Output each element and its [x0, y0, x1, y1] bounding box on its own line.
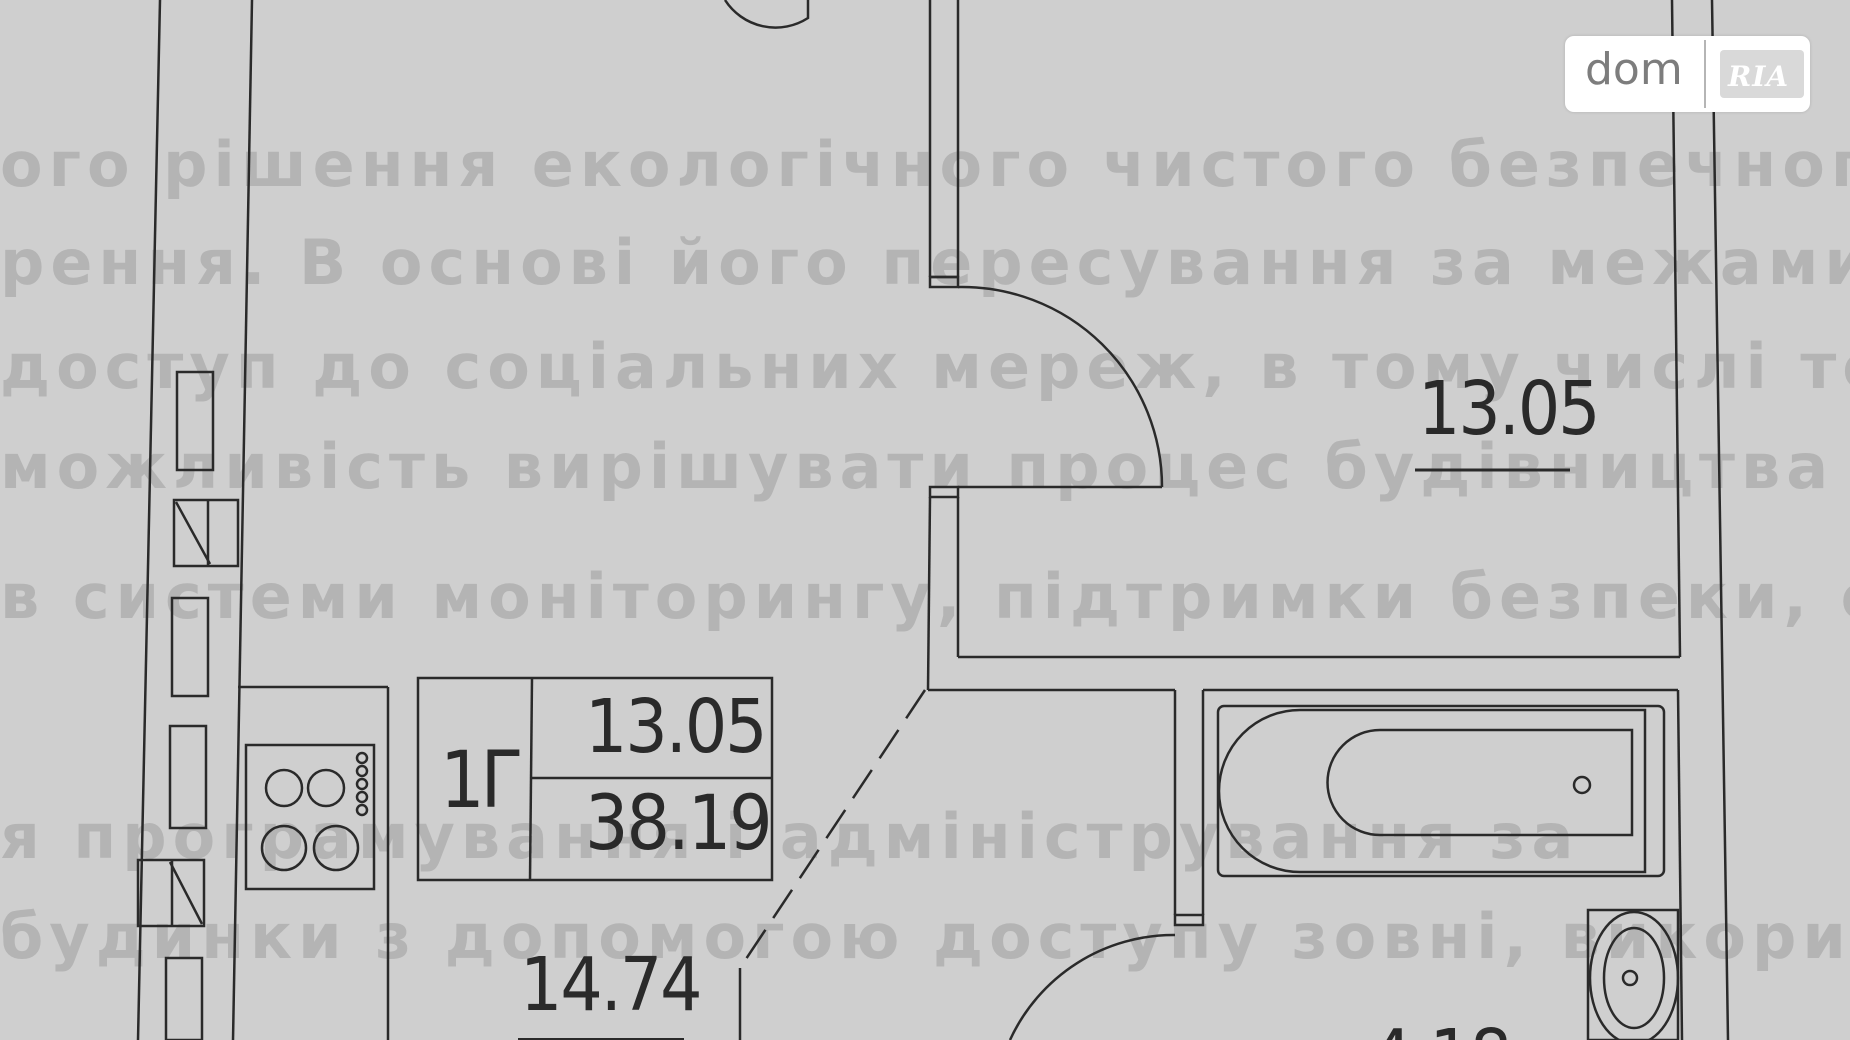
bathtub-drain — [1572, 775, 1592, 795]
cooktop-burner-4 — [312, 824, 360, 872]
door-jamb-bottom — [928, 485, 960, 499]
exterior-wall-outer — [136, 0, 162, 1040]
cooktop-knob-4 — [355, 790, 369, 804]
cooktop-knob-5 — [355, 803, 369, 817]
cooktop-burner-1 — [264, 768, 304, 808]
window-2 — [170, 596, 210, 698]
bathtub-basin — [1326, 728, 1634, 837]
living-area-label: 13.05 — [585, 684, 768, 770]
dom-ria-watermark: dom RIA — [1565, 36, 1810, 112]
door-arc-top — [723, 0, 810, 29]
hall-dashed-line — [738, 689, 927, 969]
total-area-label: 38.19 — [585, 778, 773, 867]
cooktop — [244, 743, 376, 891]
bath-right-wall — [1676, 689, 1684, 1040]
room-area-label: 13.05 — [1418, 366, 1601, 452]
apartment-tag-divider-v — [528, 677, 534, 881]
cooktop-knob-2 — [355, 764, 369, 778]
hall-area-label: 14.74 — [520, 942, 703, 1028]
window-1 — [175, 370, 215, 472]
bath-area-label: 4.18 — [1370, 1020, 1510, 1040]
sink-bowl-inner — [1602, 926, 1666, 1030]
bath-door-jamb — [1173, 913, 1205, 927]
watermark-separator — [1704, 40, 1706, 108]
window-vent-1-diagonal — [174, 501, 212, 565]
exterior-wall-right-outer — [1710, 0, 1730, 1040]
door-jamb-top — [928, 275, 960, 289]
window-vent-1 — [172, 498, 240, 568]
sink-bowl-outer — [1588, 910, 1680, 1040]
door-arc-room — [957, 285, 1164, 488]
bathtub-outer — [1216, 704, 1666, 878]
watermark-dom-text: dom — [1585, 44, 1683, 95]
cooktop-burner-3 — [260, 824, 308, 872]
exterior-wall-inner — [231, 0, 254, 1040]
cooktop-knob-1 — [355, 751, 369, 765]
sink-drain — [1621, 969, 1639, 987]
cooktop-knob-3 — [355, 777, 369, 791]
watermark-ria-logo: RIA — [1720, 50, 1804, 98]
bathtub-rim — [1217, 708, 1647, 874]
door-arc-bath — [1008, 933, 1176, 1040]
window-3 — [168, 724, 208, 830]
apartment-type-label: 1Г — [440, 736, 523, 826]
cooktop-burner-2 — [306, 768, 346, 808]
window-4 — [164, 956, 204, 1040]
window-vent-2-diagonal — [168, 861, 204, 925]
partition-wall-lower-left — [926, 496, 932, 691]
watermark-ria-text: RIA — [1728, 60, 1790, 93]
